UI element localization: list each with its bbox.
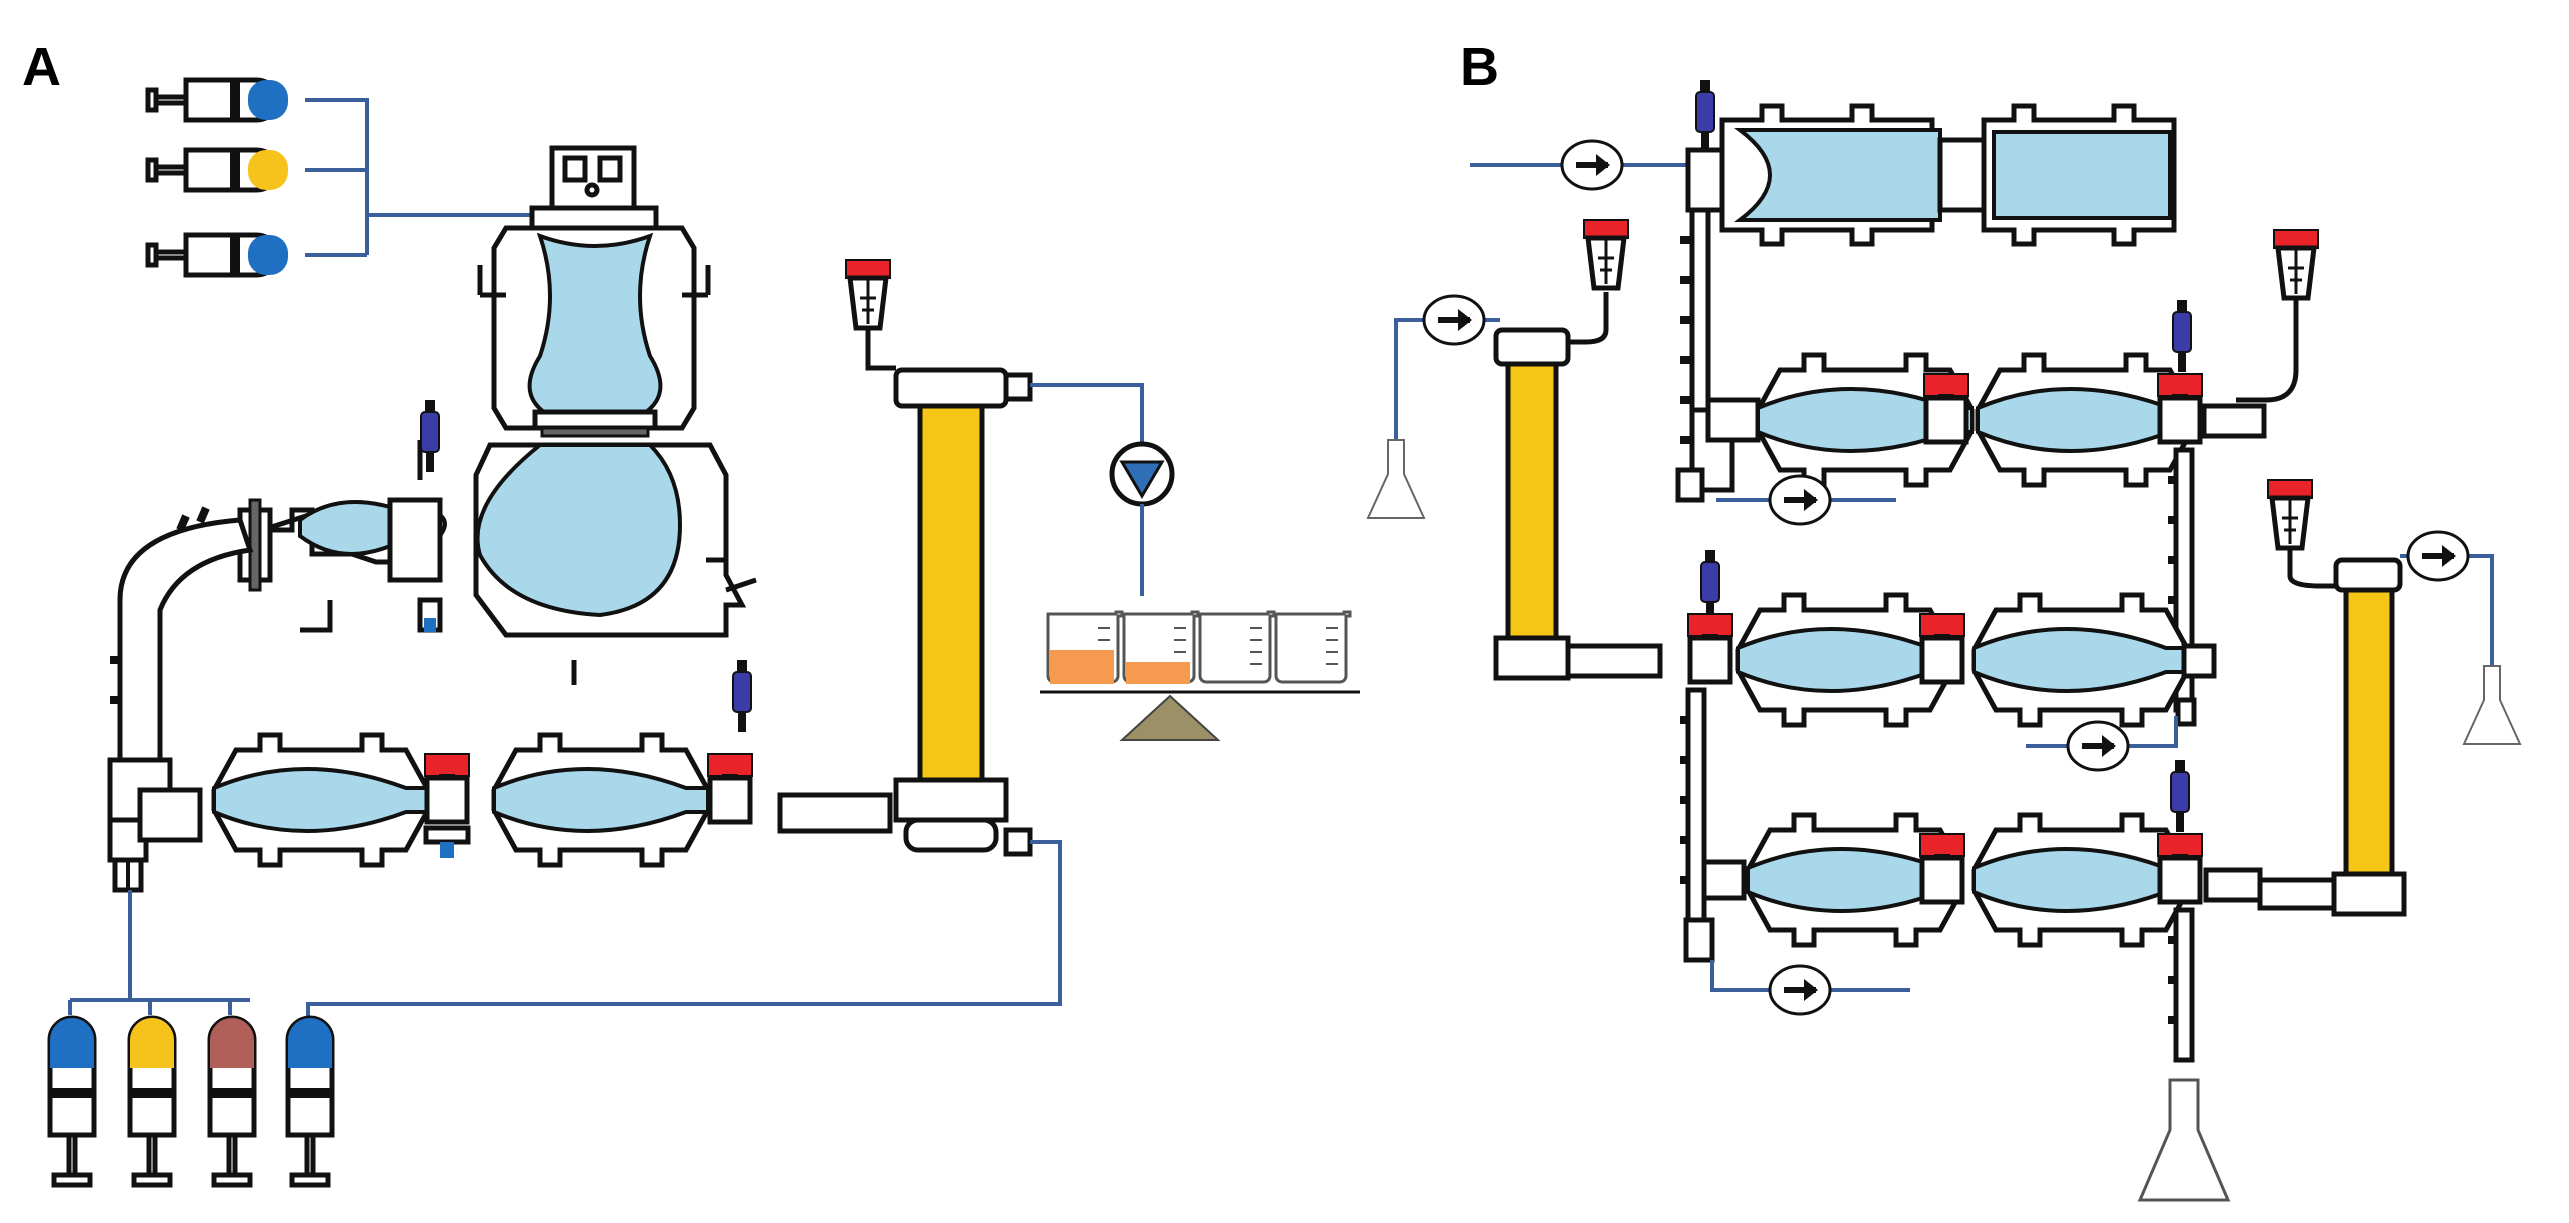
bioreactor-train-b1 <box>1705 230 2318 524</box>
probe-icon <box>1695 79 1715 153</box>
bioreactor-train-a <box>137 659 893 865</box>
filter-column-icon <box>846 260 1033 857</box>
flask-icon <box>1367 439 1425 519</box>
syringe-fill-yellow <box>248 150 288 190</box>
syringe-fill-blue <box>248 235 288 275</box>
bioreactor-chamber <box>1974 815 2188 945</box>
flow-arrow-icon <box>2408 532 2468 580</box>
bioreactor-chamber <box>1974 595 2188 725</box>
beaker-row <box>1046 610 1352 684</box>
pressure-gauge-icon <box>846 260 890 328</box>
flow-arrow-icon <box>1770 966 1830 1014</box>
bioreactor-chamber-upper <box>237 399 447 633</box>
syringe-group-top <box>148 80 537 275</box>
bioreactor-icon <box>473 145 757 685</box>
manifold-b <box>1675 207 1735 503</box>
valve-icon <box>708 754 752 822</box>
valve-icon <box>2158 834 2202 902</box>
beaker-icon <box>1274 610 1352 684</box>
valve-icon <box>1920 614 1964 682</box>
syringe-fill-blue <box>248 80 288 120</box>
filter-column-icon <box>2257 480 2521 917</box>
flow-arrow-icon <box>1562 141 1622 189</box>
outflow-line <box>1710 960 1910 992</box>
bioreactor-chamber <box>214 735 428 865</box>
recycle-line <box>306 840 1062 1019</box>
pressure-gauge-icon <box>2274 230 2318 298</box>
bioreactor-train-b2 <box>1688 549 2217 725</box>
flow-arrow-icon <box>1424 296 1484 344</box>
probe-icon <box>1700 549 1720 623</box>
valve-icon <box>1688 614 1732 682</box>
bioreactor-train-b3 <box>1701 759 2263 945</box>
beaker-icon <box>1198 610 1276 684</box>
valve-icon <box>1924 374 1968 442</box>
filter-column-icon <box>1367 220 1663 681</box>
panel-label-a: A <box>22 37 61 97</box>
feed-line <box>305 98 537 257</box>
pump-line <box>1030 383 1144 445</box>
probe-icon <box>420 399 440 473</box>
flow-arrow-icon <box>1770 476 1830 524</box>
manifold-b-lower <box>1680 687 1910 1014</box>
panel-label-b: B <box>1460 37 1499 97</box>
collection-station <box>1030 383 1360 741</box>
probe-icon <box>732 659 752 733</box>
valve-icon <box>425 754 469 822</box>
bioreactor-icon <box>1470 79 2177 247</box>
bioreactor-chamber <box>494 735 708 865</box>
probe-icon <box>2172 299 2192 373</box>
balance-stand <box>1119 694 1221 741</box>
pressure-gauge-icon <box>1584 220 1628 288</box>
syringe-group-bottom <box>50 840 1062 1185</box>
probe-icon <box>2170 759 2190 833</box>
flask-icon <box>2138 1078 2230 1202</box>
feed-line <box>68 890 250 1015</box>
pressure-gauge-icon <box>2268 480 2312 548</box>
manifold-b-bottom <box>2138 907 2230 1202</box>
flask-icon <box>2463 665 2521 745</box>
valve-icon <box>2158 374 2202 442</box>
valve-icon <box>1920 834 1964 902</box>
flow-arrow-icon <box>2068 722 2128 770</box>
